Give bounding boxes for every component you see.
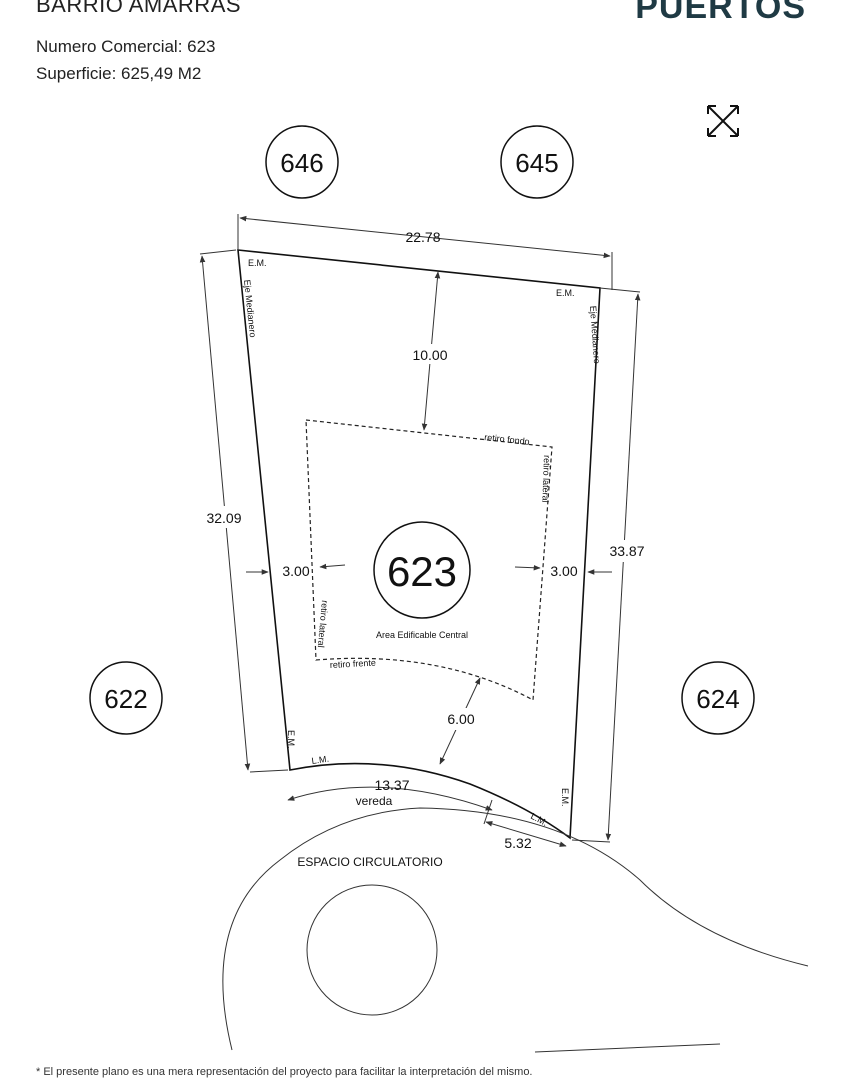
- front-arc-label: 13.37: [374, 777, 409, 793]
- brand-logo: PUERTOS: [635, 0, 806, 26]
- neighbor-lot-622-label: 622: [104, 684, 147, 714]
- em-bottom-left: E.M.: [286, 730, 296, 749]
- back-dimension-label: 22.78: [405, 229, 440, 245]
- neighbor-lot-645: 645: [500, 125, 574, 199]
- buildable-area-label: Area Edificable Central: [376, 630, 468, 640]
- right-setback-label: 3.00: [550, 563, 577, 579]
- rear-setback-label: 10.00: [412, 347, 447, 363]
- eje-medianero-right: Eje Medianero: [588, 305, 602, 364]
- retiro-lateral-left: retiro lateral: [316, 600, 330, 648]
- retiro-fondo: retiro fondo: [484, 432, 530, 447]
- street-curve: [222, 807, 809, 1051]
- em-bottom-right: E.M.: [560, 788, 570, 807]
- neighborhood-title: BARRIO AMARRAS: [36, 0, 242, 17]
- lot-623-marker: 623: [373, 521, 471, 619]
- right-dimension: [571, 287, 641, 843]
- vereda-label: vereda: [356, 794, 393, 808]
- expand-arrows-icon[interactable]: [707, 105, 739, 137]
- front-setback-label: 6.00: [447, 711, 474, 727]
- neighbor-lot-645-label: 645: [515, 148, 558, 178]
- lot-number: 623: [387, 548, 457, 595]
- lm-left: L.M.: [311, 754, 330, 766]
- buildable-area-outline: [305, 419, 553, 701]
- roundabout-island: [306, 884, 438, 1016]
- back-dimension: [237, 214, 613, 290]
- neighbor-lot-624: 624: [681, 661, 755, 735]
- front-small-label: 5.32: [504, 835, 531, 851]
- disclaimer-footnote: * El presente plano es una mera represen…: [36, 1066, 533, 1078]
- commercial-number: Numero Comercial: 623: [36, 37, 216, 56]
- neighbor-lot-624-label: 624: [696, 684, 739, 714]
- retiro-frente: retiro frente: [330, 658, 376, 670]
- retiro-lateral-right: retiro lateral: [540, 455, 552, 503]
- neighbor-lot-646-label: 646: [280, 148, 323, 178]
- em-top-right: E.M.: [556, 288, 575, 298]
- em-top-left: E.M.: [248, 258, 267, 268]
- espacio-circulatorio-label: ESPACIO CIRCULATORIO: [297, 855, 442, 869]
- neighbor-lot-646: 646: [265, 125, 339, 199]
- right-dimension-label: 33.87: [609, 543, 644, 559]
- left-setback-label: 3.00: [282, 563, 309, 579]
- left-dimension-label: 32.09: [206, 510, 241, 526]
- surface-area: Superficie: 625,49 M2: [36, 64, 202, 83]
- neighbor-lot-622: 622: [89, 661, 163, 735]
